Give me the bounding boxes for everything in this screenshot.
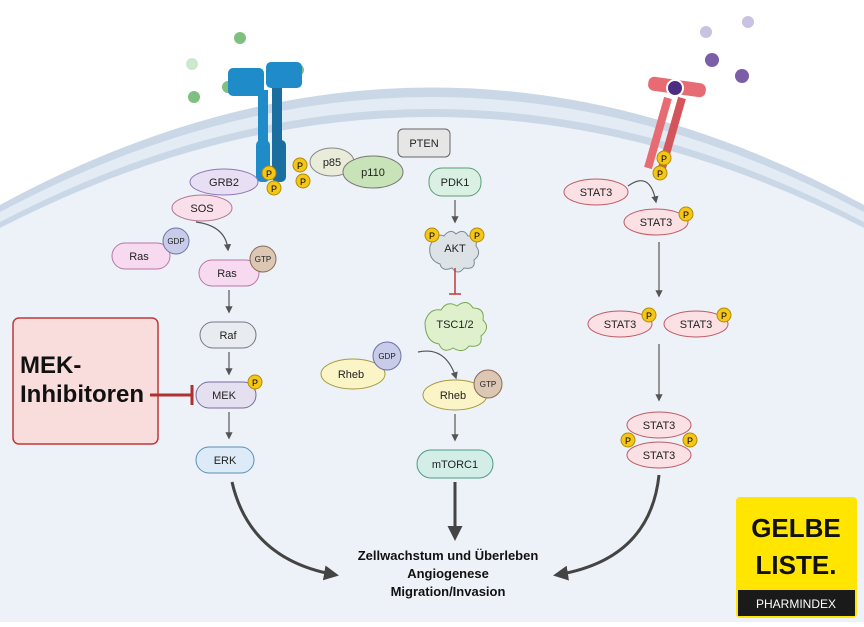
- phospho-group-receptor-right: P P: [652, 150, 672, 181]
- inhibition-line: [150, 385, 194, 405]
- rheb-gtp-node: Rheb GTP: [422, 369, 503, 411]
- svg-text:AKT: AKT: [444, 243, 466, 255]
- svg-text:PHARMINDEX: PHARMINDEX: [756, 597, 836, 611]
- akt-node: AKT P P: [424, 227, 485, 273]
- sos-node: SOS: [171, 194, 233, 222]
- svg-text:P: P: [687, 436, 693, 446]
- erk-node: ERK: [195, 446, 255, 474]
- svg-text:Ras: Ras: [217, 268, 237, 280]
- ras-gtp-node: Ras GTP: [198, 245, 277, 287]
- akt-inhibits-tsc: [449, 268, 461, 295]
- svg-text:MEK: MEK: [212, 390, 237, 402]
- mtorc1-node: mTORC1: [416, 449, 494, 479]
- outcome-line-3: Migration/Invasion: [391, 584, 506, 599]
- svg-text:Rheb: Rheb: [440, 390, 466, 402]
- svg-text:STAT3: STAT3: [643, 450, 676, 462]
- svg-text:mTORC1: mTORC1: [432, 459, 478, 471]
- svg-text:SOS: SOS: [190, 203, 213, 215]
- svg-text:P: P: [683, 210, 689, 220]
- svg-text:PTEN: PTEN: [409, 138, 438, 150]
- svg-text:Rheb: Rheb: [338, 369, 364, 381]
- phospho-group-receptor-left: P P P P: [261, 157, 311, 196]
- stat3-to-outcome-arrow: [553, 474, 661, 581]
- grb2-node: GRB2: [189, 168, 259, 196]
- pdk1-node: PDK1: [428, 167, 482, 197]
- svg-text:GELBE: GELBE: [751, 513, 841, 543]
- svg-text:P: P: [266, 169, 272, 179]
- stat3-node-1: STAT3: [563, 178, 629, 206]
- svg-text:P: P: [646, 311, 652, 321]
- svg-text:ERK: ERK: [214, 455, 237, 467]
- pi3k-complex: p85 p110: [309, 147, 404, 189]
- gelbe-liste-logo: GELBE LISTE. PHARMINDEX: [736, 497, 857, 618]
- stat3-dimer: STAT3 STAT3 P P: [620, 411, 698, 469]
- svg-text:P: P: [297, 161, 303, 171]
- svg-text:P: P: [661, 154, 667, 164]
- svg-text:STAT3: STAT3: [604, 319, 637, 331]
- svg-text:GTP: GTP: [480, 380, 496, 389]
- svg-text:GDP: GDP: [378, 352, 395, 361]
- rheb-gdp-node: Rheb GDP: [320, 341, 402, 390]
- svg-text:P: P: [625, 436, 631, 446]
- svg-text:P: P: [657, 169, 663, 179]
- svg-text:P: P: [474, 231, 480, 241]
- svg-text:TSC1/2: TSC1/2: [436, 319, 473, 331]
- svg-text:STAT3: STAT3: [640, 217, 673, 229]
- pten-node: PTEN: [397, 128, 451, 158]
- ras-gdp-node: Ras GDP: [111, 227, 190, 270]
- svg-text:Inhibitoren: Inhibitoren: [20, 381, 144, 408]
- outcome-line-2: Angiogenese: [407, 566, 489, 581]
- stat3-phosphorylation-arrow: [627, 180, 659, 204]
- svg-text:LISTE.: LISTE.: [756, 550, 837, 580]
- erk-to-outcome-arrow: [230, 481, 339, 581]
- raf-node: Raf: [199, 321, 257, 349]
- mek-node: MEK P: [195, 374, 263, 409]
- ras-activation-arrow: [195, 221, 232, 252]
- svg-text:P: P: [300, 177, 306, 187]
- svg-text:GRB2: GRB2: [209, 177, 239, 189]
- stat3-node-3: STAT3 P: [587, 307, 657, 338]
- outcome-line-1: Zellwachstum und Überleben: [358, 548, 539, 563]
- svg-text:P: P: [271, 184, 277, 194]
- svg-text:STAT3: STAT3: [580, 187, 613, 199]
- svg-text:STAT3: STAT3: [680, 319, 713, 331]
- svg-text:P: P: [721, 311, 727, 321]
- ligand-dots-right: [700, 16, 754, 83]
- svg-text:GDP: GDP: [167, 237, 184, 246]
- svg-text:STAT3: STAT3: [643, 420, 676, 432]
- svg-text:p110: p110: [361, 167, 385, 179]
- svg-text:Ras: Ras: [129, 251, 149, 263]
- stat3-node-2: STAT3 P: [623, 206, 694, 236]
- svg-text:GTP: GTP: [255, 255, 271, 264]
- svg-text:p85: p85: [323, 157, 341, 169]
- svg-text:Raf: Raf: [219, 330, 237, 342]
- svg-text:P: P: [252, 378, 258, 388]
- stat3-node-4: STAT3 P: [663, 307, 732, 338]
- mek-inhibitor-box: MEK- Inhibitoren: [12, 317, 159, 445]
- tsc-node: TSC1/2: [424, 302, 487, 352]
- rheb-activation-arrow: [417, 350, 458, 380]
- svg-text:PDK1: PDK1: [441, 177, 470, 189]
- svg-text:P: P: [429, 231, 435, 241]
- svg-text:MEK-: MEK-: [20, 352, 81, 379]
